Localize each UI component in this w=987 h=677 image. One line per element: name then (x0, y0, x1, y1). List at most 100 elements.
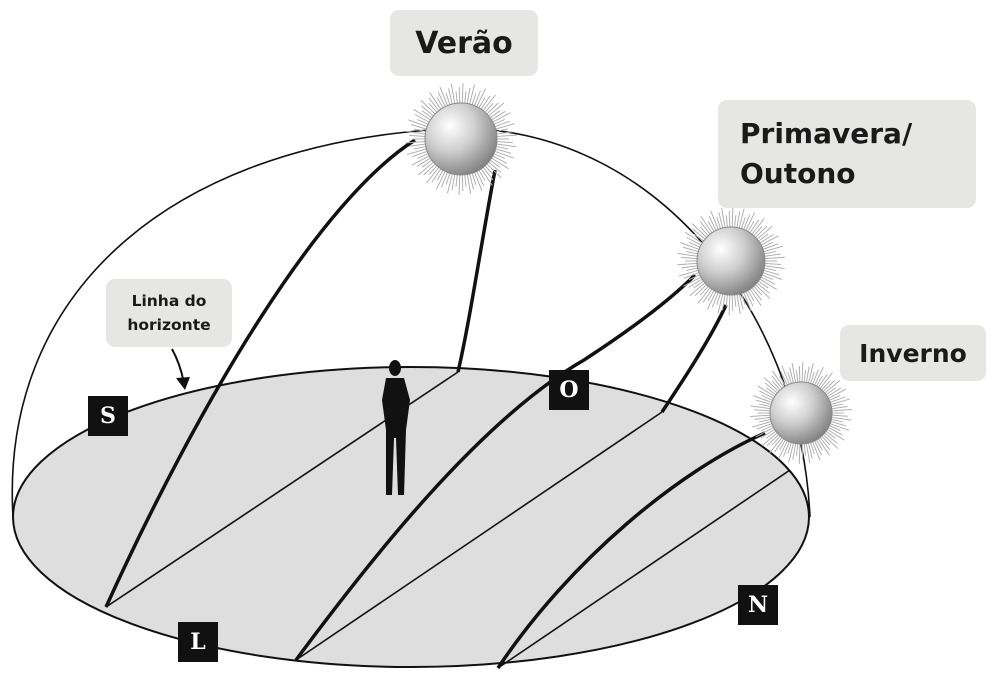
equinox-sun-path-descending (660, 304, 728, 413)
sun-ray (710, 210, 720, 232)
sun-ray (494, 143, 517, 148)
sun-ray (416, 156, 433, 167)
sun-ray (494, 140, 513, 144)
equinox-label: Primavera/ Outono (718, 100, 976, 208)
sun-ray (677, 252, 700, 258)
sun-ray (750, 405, 773, 410)
sun-ray (811, 369, 820, 387)
sun-ray (757, 277, 778, 291)
sun-ray (694, 282, 709, 297)
sun-ray (826, 426, 843, 436)
sun-ray (757, 385, 777, 399)
summer-sun-path-descending (456, 169, 497, 373)
sun-ray (828, 422, 850, 431)
sun-ray (423, 162, 437, 176)
sun-ray (429, 92, 443, 112)
sun-ray (779, 370, 789, 388)
sun-ray (755, 281, 770, 294)
sun-ray (682, 246, 701, 253)
sun-ray (762, 264, 785, 270)
sun-ray (485, 102, 499, 116)
sun-ray (706, 289, 718, 310)
sun-ray (678, 269, 701, 277)
sun-ray (742, 214, 751, 232)
sun-ray (748, 219, 760, 235)
sun-ray (744, 212, 756, 233)
sun-ray (466, 172, 472, 195)
sun-ray (417, 160, 436, 176)
sun-ray (762, 253, 781, 258)
sun-ray (755, 225, 773, 241)
sun-ray (431, 166, 443, 183)
winter-label-text: Inverno (859, 338, 967, 368)
sun-ray (439, 86, 449, 108)
sun-ray (742, 290, 752, 312)
sun-ray (772, 370, 786, 390)
sun-ray (686, 237, 703, 247)
sun-ray (468, 84, 476, 107)
sun-ray (789, 367, 795, 385)
sun-ray (699, 221, 712, 237)
sun-ray (700, 215, 714, 235)
sun-ray (473, 90, 481, 108)
sun-ray (805, 441, 811, 464)
sun-ray (760, 427, 777, 439)
sun-ray (689, 281, 707, 297)
sun-ray (420, 105, 436, 118)
sun-ray (756, 422, 774, 430)
sun-ray (688, 277, 705, 288)
sun-ray (458, 87, 461, 106)
sun-ray (718, 212, 724, 231)
sun-ray (759, 235, 779, 247)
sun-ray (691, 223, 709, 240)
sun-ray (697, 285, 712, 304)
sun-ray (816, 436, 830, 456)
sun-ray (461, 83, 464, 106)
sun-ray (828, 398, 851, 406)
sun-ray (494, 134, 517, 138)
sun-ray (479, 95, 491, 112)
sun-ray (763, 377, 781, 394)
equinox-label-line2: Outono (740, 157, 856, 190)
sun-ray (426, 165, 441, 184)
sun-ray (778, 438, 789, 460)
sun-ray (410, 124, 429, 131)
sun-ray (409, 134, 428, 138)
sun-ray (711, 290, 720, 308)
sun-ray (490, 154, 508, 164)
sun-ray (731, 292, 734, 311)
sun-ray (821, 379, 836, 394)
sun-ray (754, 409, 773, 412)
sun-ray (757, 234, 774, 245)
sun-ray (473, 170, 483, 192)
sun-ray (792, 441, 797, 460)
horizon-label-line1: Linha do (131, 292, 207, 310)
sun-ray (738, 291, 744, 310)
sun-ray (816, 373, 828, 390)
sun-ray (405, 130, 428, 135)
sun-ray (805, 366, 810, 385)
sun-ray (492, 120, 511, 128)
sun-ray (821, 432, 839, 449)
sun-ray (759, 390, 776, 400)
sun-ray (760, 271, 782, 280)
sun-ray (755, 399, 774, 406)
direction-east-badge: L (178, 622, 218, 662)
sun-ray (825, 387, 842, 399)
sun-ray (829, 416, 852, 421)
sun-ray (494, 131, 513, 135)
sun-ray (829, 405, 848, 410)
sun-ray (481, 165, 494, 181)
sun-ray (753, 282, 771, 299)
sun-ray (751, 420, 774, 428)
sun-ray (407, 147, 429, 155)
sun-ray (829, 408, 852, 412)
sun-ray (414, 114, 432, 124)
person-icon (382, 360, 410, 495)
sun-ray (764, 382, 780, 395)
sun-ray (486, 102, 505, 118)
sun-ray (818, 372, 833, 391)
sun-disc (769, 381, 833, 445)
sun-ray (721, 207, 726, 230)
